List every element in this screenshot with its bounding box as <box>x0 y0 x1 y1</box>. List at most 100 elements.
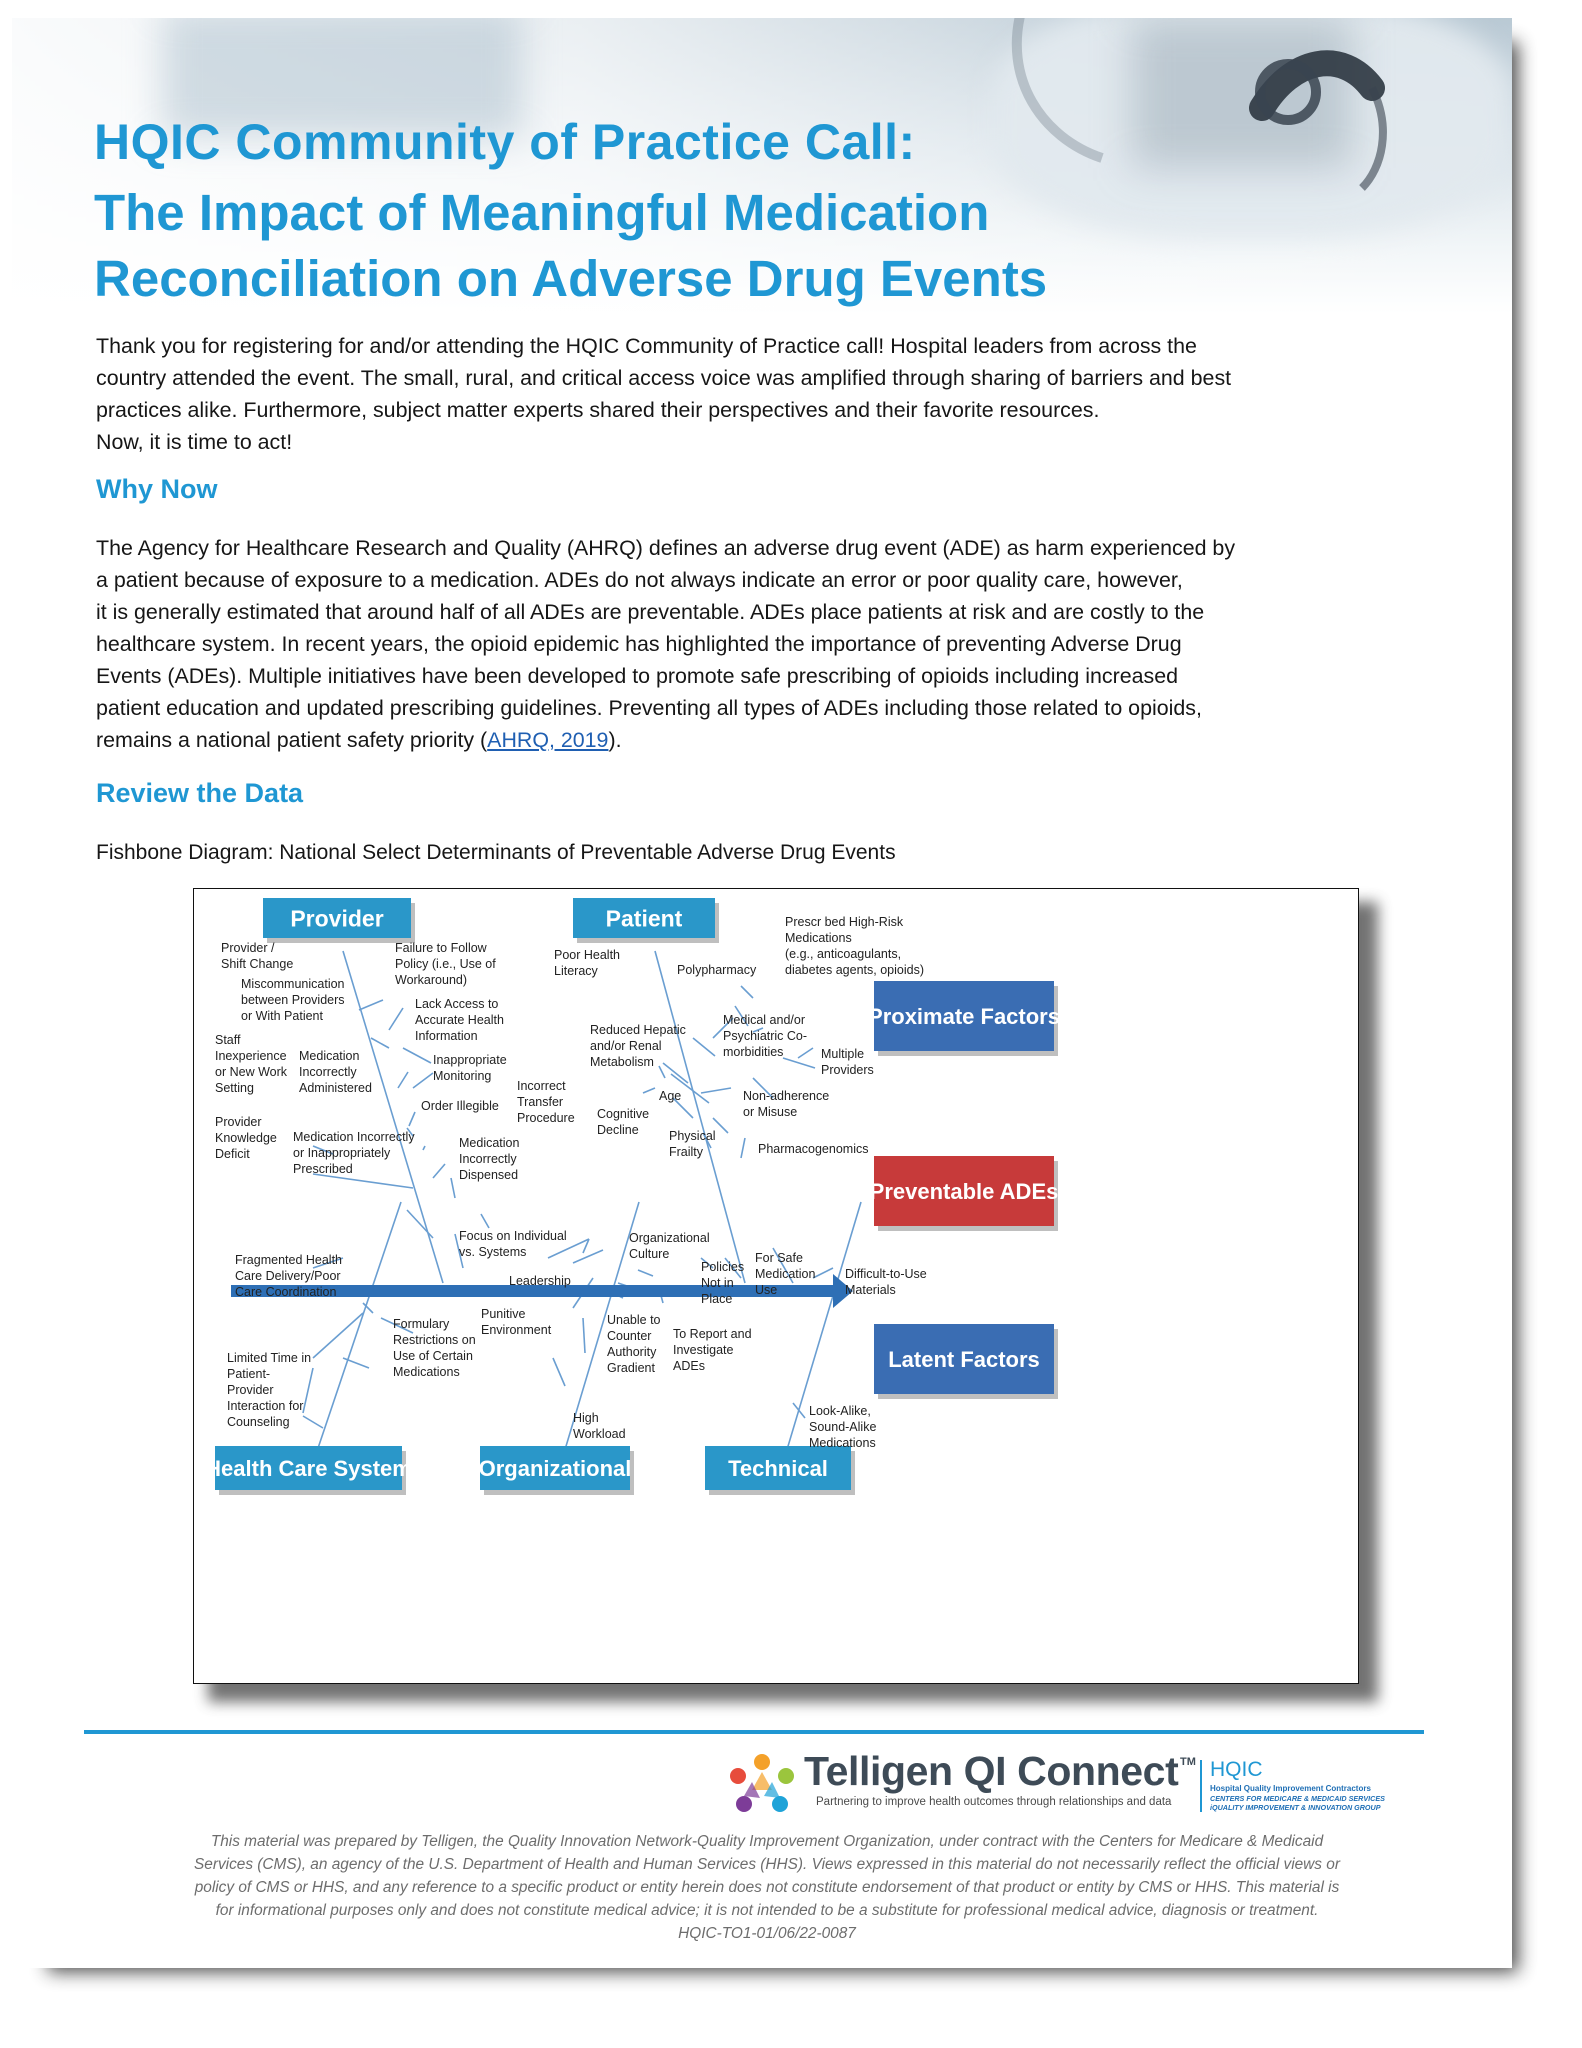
bone-line <box>406 1127 414 1137</box>
spine-arrowhead <box>833 1274 853 1308</box>
document-subtitle: The Impact of Meaningful Medication Reco… <box>94 180 1047 312</box>
bone-line <box>552 1357 566 1387</box>
organizational-bone <box>560 1201 640 1464</box>
bone-line <box>312 1312 364 1359</box>
technical-header-bg <box>705 1446 851 1490</box>
bone-line <box>642 1087 656 1094</box>
ahrq-citation-link[interactable]: AHRQ, 2019 <box>487 728 609 752</box>
bone-line <box>412 1072 434 1089</box>
bone-line <box>734 1005 749 1027</box>
bone-line <box>692 1037 716 1057</box>
disclaimer: This material was prepared by Telligen, … <box>194 1833 1340 1942</box>
label-polypharmacy: Polypharmacy <box>677 963 757 977</box>
bone-line <box>772 1247 794 1284</box>
technical-header-label: Technical <box>728 1456 828 1481</box>
bone-line <box>547 1238 590 1259</box>
health-system-bone <box>312 1201 402 1464</box>
proximate-factors-box-label: Proximate Factors <box>868 1004 1060 1029</box>
organizational-header-label: Organizational <box>479 1456 632 1481</box>
bone-line <box>582 1238 590 1254</box>
label-shift-change: Provider /Shift Change <box>221 941 293 971</box>
bone-line <box>792 1402 806 1419</box>
label-pharmacogenomics: Pharmacogenomics <box>758 1142 868 1156</box>
bone-line <box>406 1209 434 1239</box>
health-system-header-label: Health Care System <box>205 1456 412 1481</box>
fishbone-spine <box>231 1274 853 1308</box>
bone-line <box>312 1173 414 1189</box>
provider-header-label: Provider <box>290 905 383 931</box>
bone-line <box>670 1073 710 1104</box>
figure-caption: Fishbone Diagram: National Select Determ… <box>96 841 896 864</box>
bone-line <box>700 1257 714 1269</box>
bone-line <box>572 1249 604 1264</box>
provider-header-bg <box>263 898 411 938</box>
provider-header: Provider <box>263 898 415 943</box>
bone-line <box>812 1267 834 1279</box>
bone-line <box>740 1137 746 1159</box>
patient-bone <box>654 950 746 1284</box>
health-system-header-bg <box>215 1446 402 1490</box>
bone-line <box>480 1213 490 1229</box>
bone-line <box>740 985 754 999</box>
patient-header-bg <box>573 898 715 938</box>
bone-line <box>752 1077 774 1099</box>
bone-line <box>388 1007 404 1031</box>
logo-trademark: TM <box>1180 1756 1196 1768</box>
document-page: HQIC Community of Practice Call: The Imp… <box>12 18 1512 1968</box>
bone-line <box>700 1087 732 1094</box>
bone-line <box>752 1027 764 1033</box>
label-leadership: Leadership <box>509 1274 571 1288</box>
bone-line <box>432 1163 446 1179</box>
stethoscope-illustration <box>1011 18 1387 191</box>
bone-line <box>342 1357 370 1369</box>
bone-line <box>450 1177 456 1199</box>
latent-factors-box-label: Latent Factors <box>888 1347 1040 1372</box>
bone-line <box>408 1111 416 1127</box>
technical-header: Technical <box>705 1446 855 1495</box>
bone-line <box>358 999 384 1011</box>
spine-shaft <box>231 1285 833 1297</box>
proximate-factors-box: Proximate Factors <box>868 981 1060 1056</box>
preventable-ades-box-bg <box>874 1156 1054 1226</box>
section-heading-why-now: Why Now <box>96 474 218 504</box>
bone-line <box>782 1057 816 1069</box>
bone-line <box>402 1047 432 1064</box>
label-order-illegible: Order Illegible <box>421 1099 499 1113</box>
provider-bone <box>342 950 444 1284</box>
bone-line <box>454 1233 464 1269</box>
bone-line <box>362 1302 374 1314</box>
why-now-paragraph: The Agency for Healthcare Research and Q… <box>96 536 1236 752</box>
organizational-header-bg <box>480 1446 630 1490</box>
hqic-subtitle: Hospital Quality Improvement Contractors <box>1210 1784 1371 1793</box>
technical-bone <box>782 1201 862 1464</box>
patient-header-label: Patient <box>606 905 683 931</box>
bone-line <box>724 1257 742 1279</box>
intro-paragraph: Thank you for registering for and/or att… <box>96 334 1232 454</box>
hqic-logo-text: HQIC <box>1210 1758 1263 1781</box>
document-title: HQIC Community of Practice Call: <box>94 114 916 170</box>
bone-line <box>712 1117 729 1134</box>
logo-icon <box>730 1754 794 1812</box>
